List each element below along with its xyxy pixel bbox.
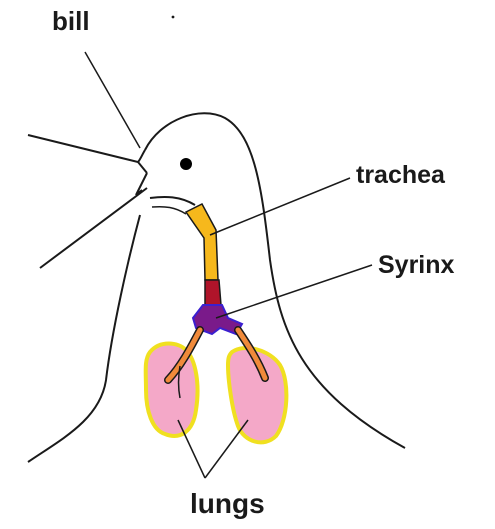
- bill-inner-edge: [136, 173, 147, 195]
- mouth-line-lower: [152, 207, 186, 214]
- syrinx-leader-line: [216, 265, 372, 318]
- mouth-line: [150, 197, 195, 205]
- stray-dot: [172, 16, 175, 19]
- trachea-upper: [186, 204, 218, 280]
- lungs-leader-line-left: [178, 420, 205, 478]
- lower-bill: [40, 188, 147, 268]
- bill-label: bill: [52, 8, 90, 34]
- trachea-leader-line: [210, 178, 350, 235]
- eye: [180, 158, 192, 170]
- trachea-lower: [205, 280, 221, 305]
- trachea-label: trachea: [356, 163, 445, 188]
- syrinx-label: Syrinx: [378, 253, 454, 278]
- left-lung: [146, 344, 198, 436]
- upper-bill: [28, 135, 147, 173]
- head-front-outline: [138, 150, 145, 162]
- lungs-label: lungs: [190, 490, 265, 518]
- bill-leader-line: [85, 52, 140, 148]
- lungs-leader-line-right: [205, 420, 248, 478]
- bird-front-outline: [28, 215, 140, 462]
